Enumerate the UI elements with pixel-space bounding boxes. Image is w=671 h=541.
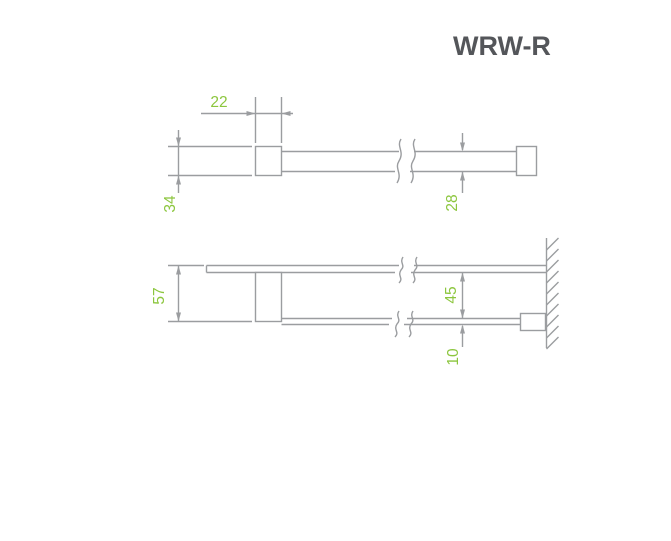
dimension-45: [460, 272, 465, 319]
left-end-cap: [254, 145, 283, 177]
break-mark: [398, 256, 404, 284]
dimension-10: [460, 324, 465, 347]
dimension-label-22: 22: [210, 94, 228, 111]
bar-body: [281, 150, 516, 173]
top-rail: [205, 264, 546, 274]
upper-profile-view: [168, 97, 538, 193]
left-bracket: [254, 271, 283, 323]
dimension-57: [168, 264, 252, 323]
break-mark: [408, 310, 414, 338]
wall-anchor: [519, 312, 547, 332]
dimension-28: [460, 133, 465, 193]
break-mark: [412, 256, 418, 284]
wall-hatching: [545, 237, 559, 350]
right-end-cap: [515, 145, 538, 177]
lower-rail: [281, 317, 520, 326]
product-title: WRW-R: [453, 31, 551, 61]
break-mark: [410, 138, 416, 184]
lower-plan-view: [168, 237, 559, 350]
dimension-34: [168, 130, 252, 193]
break-mark: [394, 310, 400, 338]
break-mark: [396, 138, 402, 184]
dimension-22: [201, 97, 293, 143]
